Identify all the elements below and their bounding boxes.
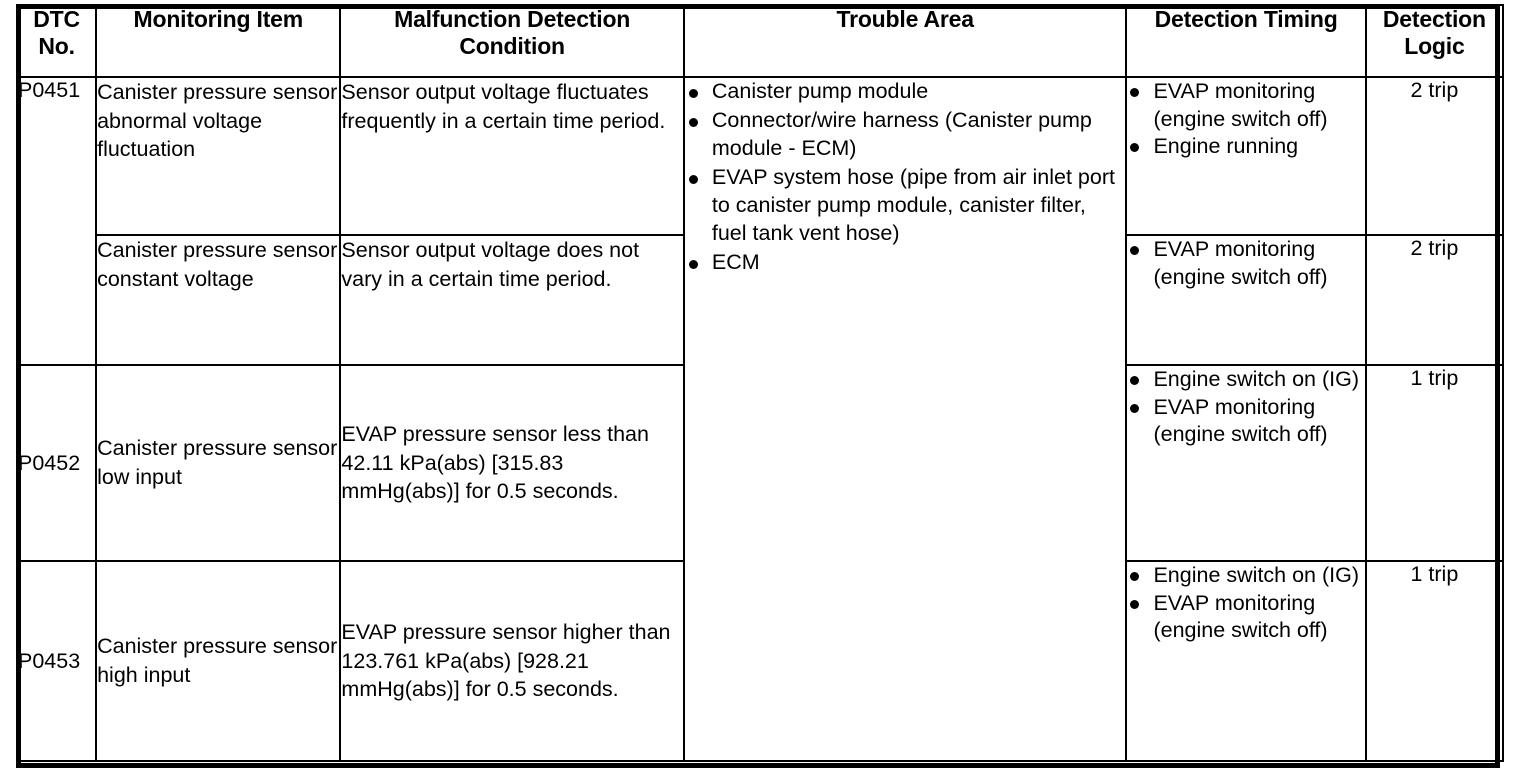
table-row: P0453 Canister pressure sensor high inpu…	[15, 560, 1505, 762]
cell-condition-4: EVAP pressure sensor higher than 123.761…	[339, 560, 685, 762]
cell-trouble-area: Canister pump module Connector/wire harn…	[682, 76, 1128, 762]
cell-detection-timing-3: Engine switch on (IG) EVAP monitoring (e…	[1125, 364, 1367, 562]
list-item: Connector/wire harness (Canister pump mo…	[685, 107, 1126, 163]
cell-detection-timing-1: EVAP monitoring (engine switch off) Engi…	[1125, 76, 1367, 236]
cell-detection-logic-4: 1 trip	[1364, 560, 1505, 762]
list-item: EVAP monitoring (engine switch off)	[1127, 78, 1364, 133]
cell-detection-logic-2: 2 trip	[1364, 234, 1505, 366]
column-header-detection-timing: Detection Timing	[1125, 4, 1367, 78]
table-body: P0451 Canister pressure sensor abnormal …	[15, 76, 1505, 762]
column-header-malfunction-detection-condition: Malfunction Detection Condition	[339, 4, 685, 78]
cell-monitoring-item-1: Canister pressure sensor abnormal voltag…	[95, 76, 342, 236]
cell-detection-timing-4: Engine switch on (IG) EVAP monitoring (e…	[1125, 560, 1367, 762]
cell-dtc-no-p0452: P0452	[15, 364, 98, 562]
column-header-dtc-no: DTC No.	[15, 4, 98, 78]
header-row: DTC No. Monitoring Item Malfunction Dete…	[15, 4, 1505, 78]
detection-timing-list-2: EVAP monitoring (engine switch off)	[1127, 236, 1364, 291]
table-row: P0452 Canister pressure sensor low input…	[15, 364, 1505, 562]
table-header: DTC No. Monitoring Item Malfunction Dete…	[15, 4, 1505, 78]
column-header-trouble-area: Trouble Area	[682, 4, 1128, 78]
list-item: Engine switch on (IG)	[1127, 562, 1364, 590]
cell-condition-3: EVAP pressure sensor less than 42.11 kPa…	[339, 364, 685, 562]
cell-monitoring-item-3: Canister pressure sensor low input	[95, 364, 342, 562]
cell-monitoring-item-4: Canister pressure sensor high input	[95, 560, 342, 762]
cell-detection-logic-3: 1 trip	[1364, 364, 1505, 562]
list-item: ECM	[685, 249, 1126, 277]
cell-condition-2: Sensor output voltage does not vary in a…	[339, 234, 685, 366]
dtc-diagnostic-table: DTC No. Monitoring Item Malfunction Dete…	[15, 4, 1505, 762]
detection-timing-list-1: EVAP monitoring (engine switch off) Engi…	[1127, 78, 1364, 161]
table-row: Canister pressure sensor constant voltag…	[17, 234, 1505, 366]
cell-detection-timing-2: EVAP monitoring (engine switch off)	[1125, 234, 1367, 366]
detection-timing-list-3: Engine switch on (IG) EVAP monitoring (e…	[1127, 366, 1364, 449]
column-header-detection-logic: Detection Logic	[1364, 4, 1505, 78]
cell-condition-1: Sensor output voltage fluctuates frequen…	[339, 76, 685, 236]
list-item: Engine running	[1127, 133, 1364, 161]
list-item: EVAP system hose (pipe from air inlet po…	[685, 164, 1126, 248]
list-item: Engine switch on (IG)	[1127, 366, 1364, 394]
detection-timing-list-4: Engine switch on (IG) EVAP monitoring (e…	[1127, 562, 1364, 645]
list-item: EVAP monitoring (engine switch off)	[1127, 394, 1364, 449]
cell-monitoring-item-2: Canister pressure sensor constant voltag…	[95, 234, 342, 366]
list-item: EVAP monitoring (engine switch off)	[1127, 236, 1364, 291]
table-row: P0451 Canister pressure sensor abnormal …	[15, 76, 1505, 762]
list-item: Canister pump module	[685, 78, 1126, 106]
cell-dtc-no-p0453: P0453	[15, 560, 98, 762]
cell-detection-logic-1: 2 trip	[1364, 76, 1505, 236]
cell-dtc-no-p0451: P0451	[15, 76, 98, 366]
trouble-area-list: Canister pump module Connector/wire harn…	[685, 78, 1126, 277]
list-item: EVAP monitoring (engine switch off)	[1127, 590, 1364, 645]
column-header-monitoring-item: Monitoring Item	[95, 4, 342, 78]
